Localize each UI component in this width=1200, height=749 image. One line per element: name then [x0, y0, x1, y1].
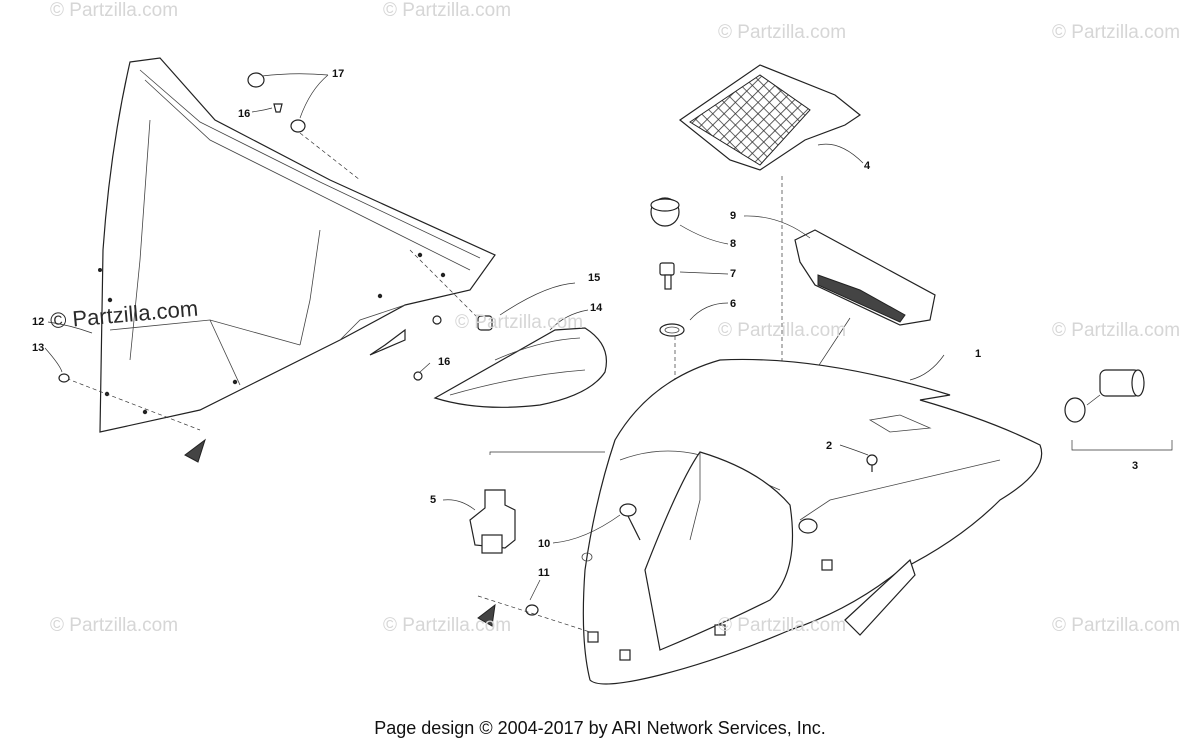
hood-console	[581, 358, 1043, 685]
callout-13: 13	[32, 342, 45, 354]
callout-2: 2	[826, 440, 833, 452]
windshield	[98, 57, 496, 433]
screw-2	[866, 454, 878, 472]
callout-14: 14	[590, 302, 603, 314]
nut-11	[477, 595, 591, 633]
callout-leaders	[44, 73, 945, 601]
watermark: © Partzilla.com	[718, 615, 847, 636]
fasteners-top	[247, 72, 361, 181]
callout-17: 17	[332, 68, 345, 80]
callout-12: 12	[32, 316, 45, 328]
callout-5: 5	[430, 494, 437, 506]
callout-15: 15	[588, 272, 601, 284]
screw-10	[619, 503, 641, 541]
watermark: © Partzilla.com	[383, 615, 512, 636]
mounting-lines-windshield	[59, 249, 481, 463]
watermark: © Partzilla.com	[1052, 615, 1181, 636]
fastener-12-13	[58, 373, 70, 383]
callout-8: 8	[730, 238, 737, 250]
callout-16: 16	[438, 356, 451, 368]
page-footer: Page design © 2004-2017 by ARI Network S…	[374, 718, 826, 738]
watermark: © Partzilla.com	[1052, 22, 1181, 43]
watermark: © Partzilla.com	[455, 312, 584, 333]
callout-3: 3	[1132, 460, 1139, 472]
watermark: © Partzilla.com	[50, 615, 179, 636]
callout-11: 11	[538, 567, 550, 579]
watermark: © Partzilla.com	[50, 0, 179, 21]
headlight-cover	[369, 315, 607, 408]
callout-1: 1	[975, 348, 982, 360]
callout-4: 4	[864, 160, 871, 172]
watermark: © Partzilla.com	[718, 22, 847, 43]
ignition-key	[650, 197, 685, 445]
power-outlet	[1064, 369, 1173, 451]
switch-5	[469, 451, 605, 554]
watermark: © Partzilla.com	[718, 320, 847, 341]
callout-9: 9	[730, 210, 737, 222]
callout-6: 6	[730, 298, 737, 310]
watermark: © Partzilla.com	[1052, 320, 1181, 341]
callout-16: 16	[238, 108, 251, 120]
callout-7: 7	[730, 268, 737, 280]
callout-10: 10	[538, 538, 551, 550]
storage-net	[678, 64, 862, 470]
watermark: © Partzilla.com	[383, 0, 512, 21]
